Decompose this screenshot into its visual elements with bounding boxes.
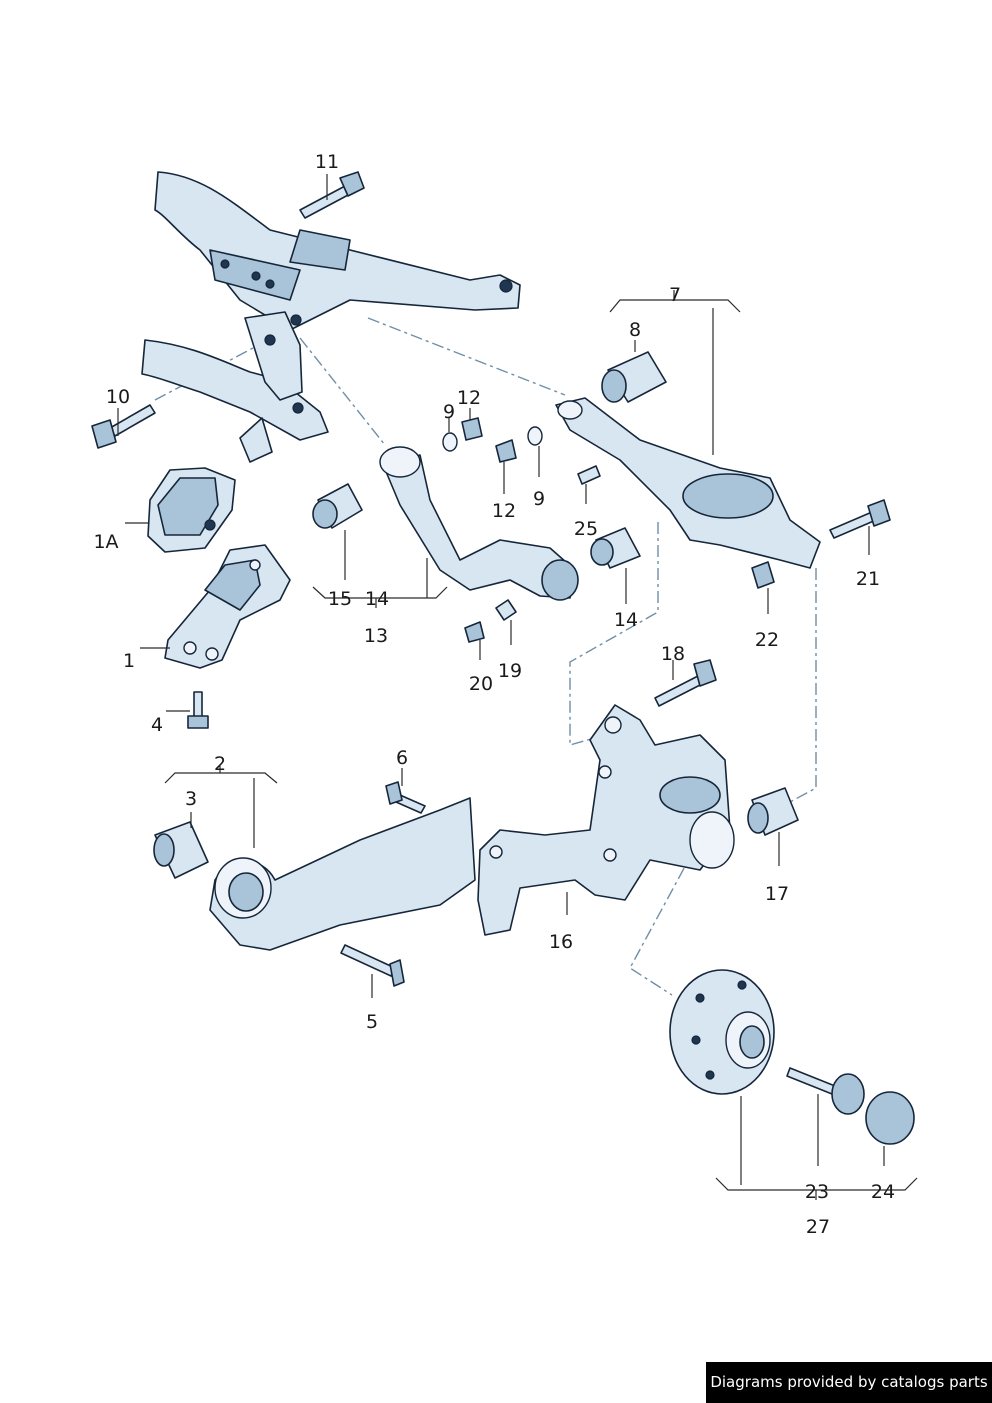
wheel-knuckle-16 [477,704,735,936]
label-7: 7 [669,284,681,306]
group-brackets [164,290,918,1200]
label-10: 10 [106,386,130,408]
label-2: 2 [214,753,226,775]
label-6: 6 [396,747,408,769]
bolt-6 [385,781,426,814]
label-13: 13 [364,625,388,647]
cap-24 [865,1091,915,1145]
label-1: 1 [123,650,135,672]
bolt-21 [829,499,891,539]
label-12-bottom: 12 [492,500,516,522]
label-12-top: 12 [457,387,481,409]
credit-banner: Diagrams provided by catalogs parts [706,1362,992,1403]
label-19: 19 [498,660,522,682]
bolt-5 [340,944,405,987]
bushing-15 [312,483,363,529]
label-17: 17 [765,883,789,905]
label-24: 24 [871,1181,895,1203]
label-25: 25 [574,518,598,540]
bushing-14 [590,527,641,569]
upper-link-13 [379,446,579,601]
label-9-top: 9 [443,401,455,423]
rear-subframe [141,171,521,463]
label-22: 22 [755,629,779,651]
label-1A: 1A [93,531,118,553]
label-14-left: 14 [365,588,389,610]
trailing-arm-2 [209,797,476,951]
label-23: 23 [805,1181,829,1203]
lower-arm-7 [555,397,821,569]
bolt-18 [654,659,717,707]
label-5: 5 [366,1011,378,1033]
bolt-10 [91,404,156,449]
label-27: 27 [806,1216,830,1238]
wheel-hub-23 [669,969,775,1095]
label-16: 16 [549,931,573,953]
bushing-3 [153,821,209,879]
small-parts [442,417,601,643]
label-9-bottom: 9 [533,488,545,510]
bushing-17 [747,787,799,836]
hub-bolt [786,1067,865,1115]
callout-labels: 11 10 1A 1 4 2 3 5 6 7 8 9 12 12 9 25 15… [93,151,895,1238]
label-21: 21 [856,568,880,590]
label-3: 3 [185,788,197,810]
bolt-11 [299,171,365,219]
label-8: 8 [629,319,641,341]
bracket-1 [164,544,291,669]
mount-1A [147,467,236,553]
label-14-right: 14 [614,609,638,631]
bushing-8 [601,351,667,403]
label-20: 20 [469,673,493,695]
label-15: 15 [328,588,352,610]
nut-22 [751,561,775,589]
bolt-4 [187,691,209,729]
label-11: 11 [315,151,339,173]
label-18: 18 [661,643,685,665]
label-4: 4 [151,714,163,736]
leader-lines [117,174,885,1185]
